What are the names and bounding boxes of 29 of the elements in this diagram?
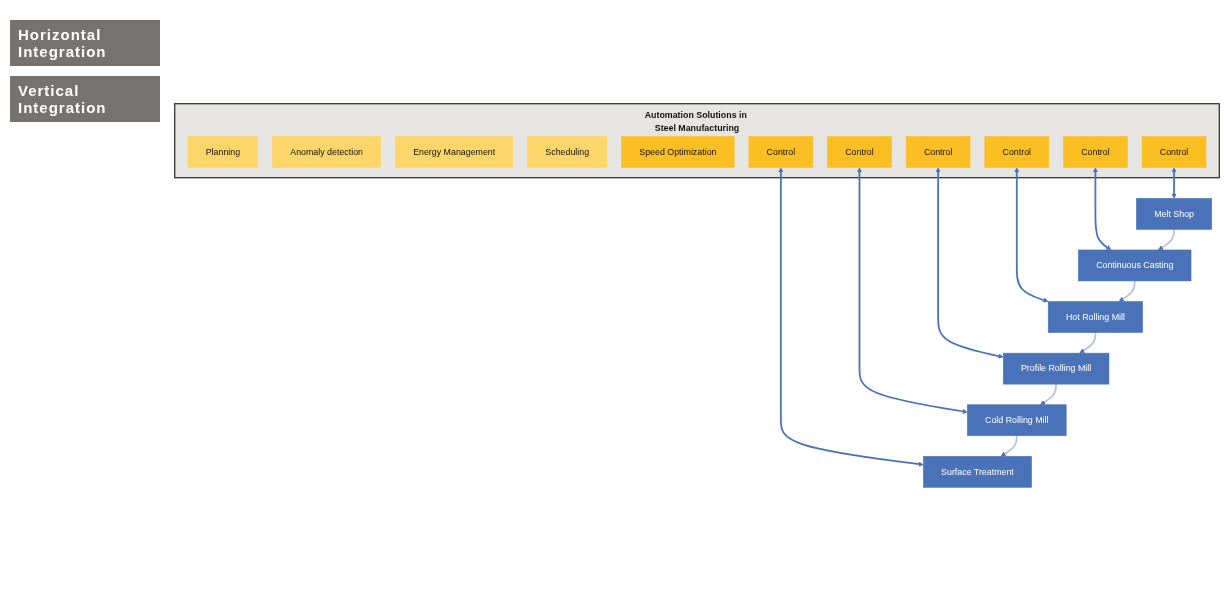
node-box: Energy Management [395, 136, 514, 169]
node-box: Anomaly detection [272, 136, 381, 169]
arrow [1118, 280, 1136, 303]
arrow [1079, 332, 1097, 354]
arrow [856, 167, 968, 415]
node-box: Continuous Casting [1078, 250, 1192, 282]
node-box: Control [1063, 136, 1128, 169]
node-box: Cold Rolling Mill [967, 404, 1067, 437]
node-box: Hot Rolling Mill [1047, 301, 1143, 334]
node-box: Planning [187, 136, 259, 169]
arrow [1092, 167, 1112, 251]
node-box: Scheduling [527, 136, 608, 169]
node-box: Control [827, 136, 892, 169]
node-box: Control [748, 136, 814, 169]
arrow [935, 167, 1004, 360]
integration-arrow-label: Vertical Integration [10, 76, 160, 122]
node-box: Control [905, 136, 971, 169]
node-box: Melt Shop [1136, 198, 1212, 231]
node-box: Speed Optimization [621, 136, 735, 169]
integration-arrow-label: Horizontal Integration [10, 20, 160, 66]
arrow [778, 167, 924, 468]
arrow [1040, 383, 1057, 406]
node-box: Surface Treatment [923, 456, 1032, 489]
node-box: Profile Rolling Mill [1002, 353, 1110, 385]
node-box: Control [1141, 136, 1207, 169]
arrow [1000, 435, 1018, 458]
node-box: Control [984, 136, 1049, 169]
arrow [1158, 228, 1175, 251]
arrow [1014, 167, 1049, 304]
